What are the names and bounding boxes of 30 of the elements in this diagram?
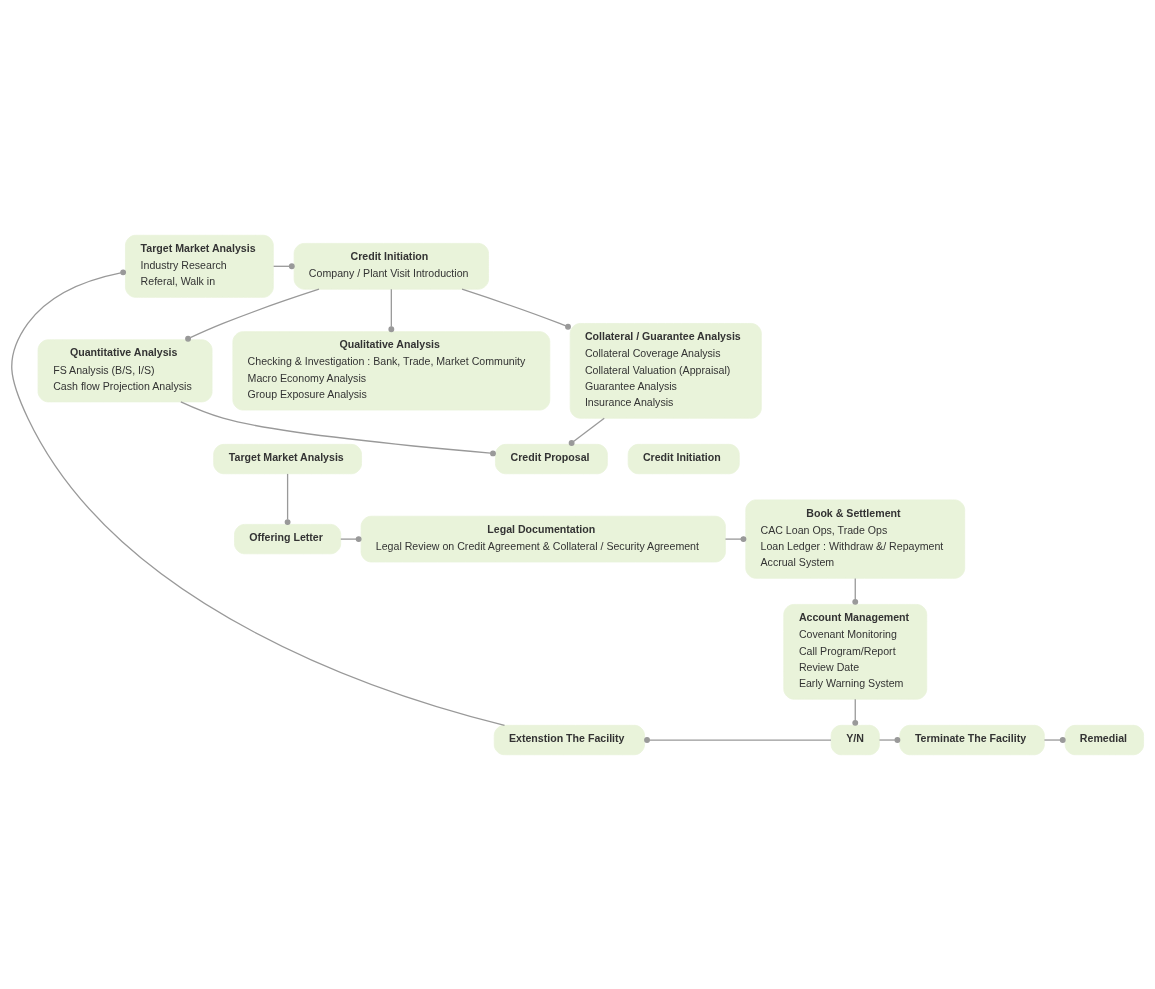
node-box: Target Market Analysis bbox=[213, 443, 362, 474]
node-box: Y/N bbox=[830, 724, 880, 755]
node-box: Book & Settlement CAC Loan Ops, Trade Ops Loan Ledger : Withdraw &/ Repayment Accrual System bbox=[745, 499, 966, 579]
connector bbox=[388, 288, 395, 332]
node-box: Credit Initiation Company / Plant Visit Introduction bbox=[293, 242, 489, 290]
connector bbox=[185, 288, 320, 342]
connector bbox=[724, 535, 747, 542]
connector bbox=[878, 736, 901, 743]
connector bbox=[180, 400, 496, 456]
node-box: Extenstion The Facility bbox=[493, 724, 645, 755]
node-box: Quantitative Analysis FS Analysis (B/S, I/S) Cash flow Projection Analysis bbox=[37, 338, 213, 402]
node-box: Target Market Analysis Industry Research Referal, Walk in bbox=[125, 234, 274, 298]
connector bbox=[852, 698, 859, 726]
node-box: Qualitative Analysis Checking & Investigation : Bank, Trade, Market Community Macro Economy Analysis Group Exposure Analysis bbox=[232, 330, 551, 410]
connector bbox=[644, 736, 832, 743]
connector bbox=[1043, 736, 1066, 743]
node-box: Offering Letter bbox=[234, 523, 342, 554]
connector bbox=[284, 472, 291, 525]
node-box: Remedial bbox=[1064, 724, 1144, 755]
connector bbox=[461, 288, 571, 330]
node-box: Collateral / Guarantee Analysis Collateral Coverage Analysis Collateral Valuation (Appraisal) Guarantee Analysis Insurance Analysis bbox=[569, 322, 762, 419]
node-box: Credit Proposal bbox=[495, 443, 608, 474]
connector bbox=[340, 535, 362, 542]
connector bbox=[852, 577, 859, 605]
node-box: Credit Initiation bbox=[627, 443, 740, 474]
connector bbox=[568, 417, 605, 446]
node-box: Terminate The Facility bbox=[899, 724, 1045, 755]
node-box: Legal Documentation Legal Review on Credit Agreement & Collateral / Security Agreement bbox=[360, 515, 726, 562]
connector bbox=[11, 268, 506, 726]
node-box: Account Management Covenant Monitoring Call Program/Report Review Date Early Warning System bbox=[783, 603, 928, 700]
